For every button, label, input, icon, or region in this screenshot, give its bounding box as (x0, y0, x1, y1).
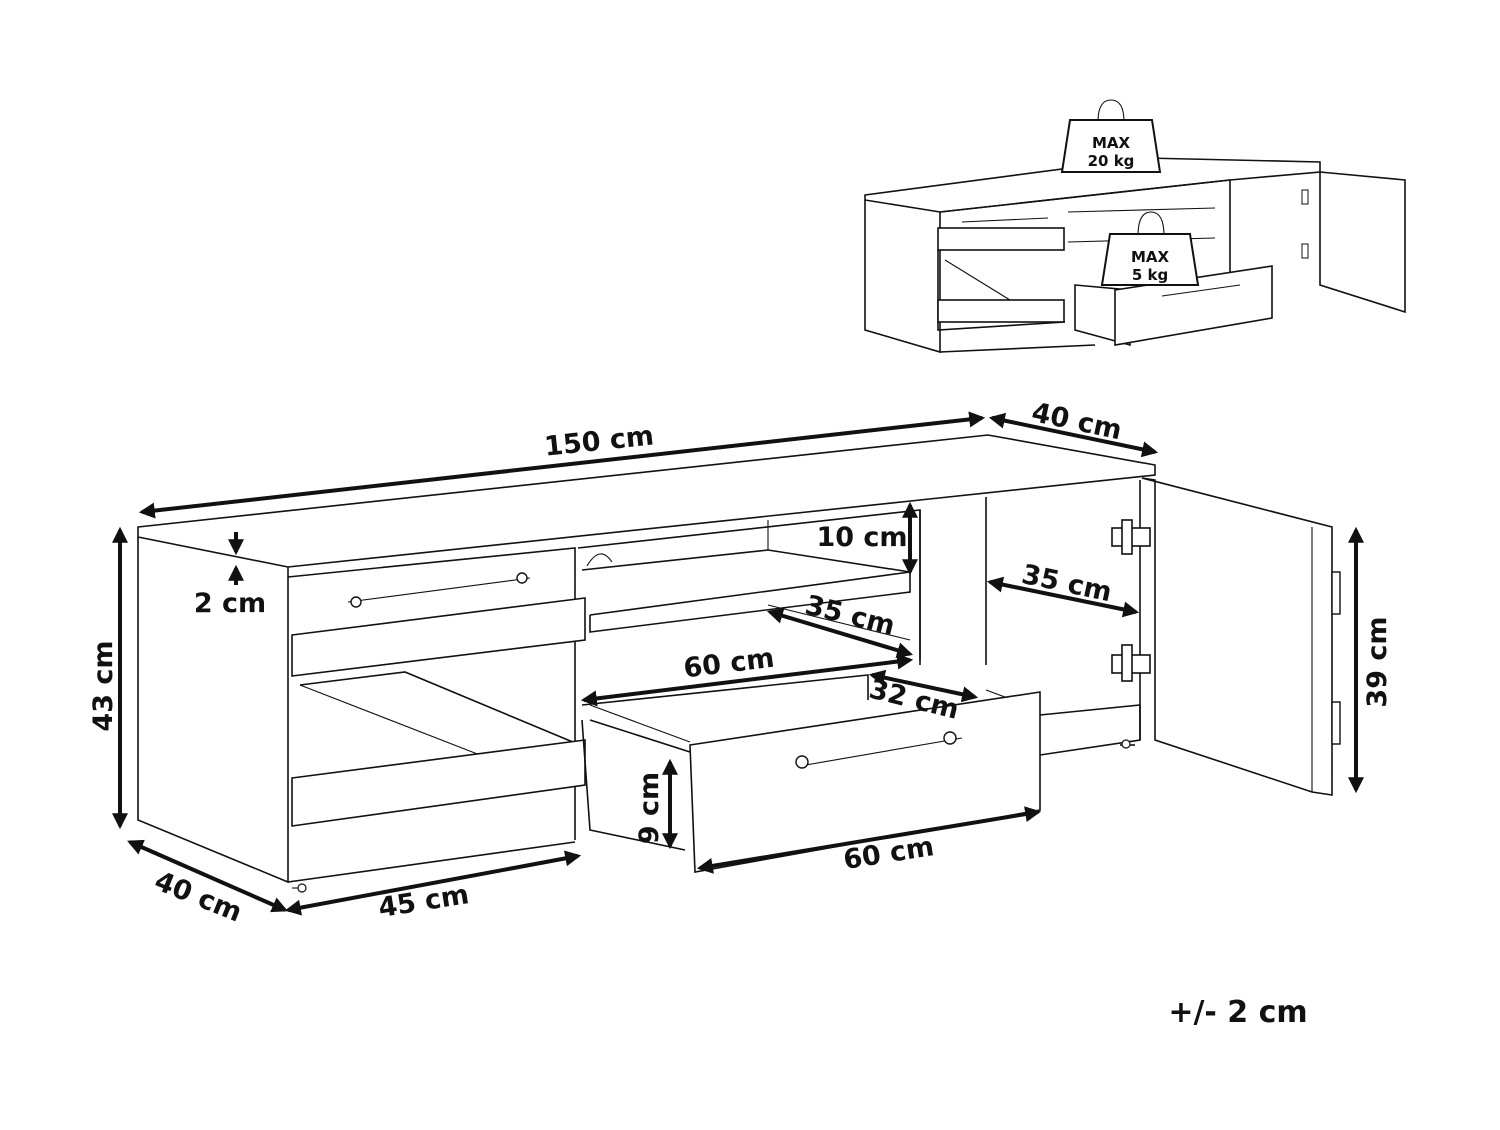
label-top-depth: 40 cm (1029, 397, 1125, 446)
thumbnail-furniture (864, 157, 1406, 354)
label-left-width: 45 cm (376, 879, 471, 924)
weight-icon-top: MAX 20 kg (1060, 99, 1162, 173)
label-drawer-height: 9 cm (634, 772, 665, 844)
tolerance-note: +/- 2 cm (1168, 995, 1307, 1030)
hinge-lower (1111, 644, 1151, 682)
weight-drawer-max-label: MAX (1131, 248, 1170, 266)
weight-drawer-value: 5 kg (1132, 266, 1168, 284)
weight-icon-drawer: MAX 5 kg (1100, 211, 1200, 286)
label-door-height: 39 cm (1362, 616, 1393, 707)
dimension-arrows (112, 411, 1364, 916)
label-side-depth: 40 cm (150, 866, 246, 929)
label-top-thickness: 2 cm (194, 588, 266, 619)
weight-top-max-label: MAX (1092, 134, 1131, 152)
label-shelf-gap: 10 cm (816, 522, 907, 553)
weight-top-value: 20 kg (1088, 152, 1135, 170)
hinge-upper (1111, 519, 1151, 555)
label-cabinet-depth: 35 cm (1019, 559, 1115, 608)
label-total-height: 43 cm (88, 640, 119, 731)
